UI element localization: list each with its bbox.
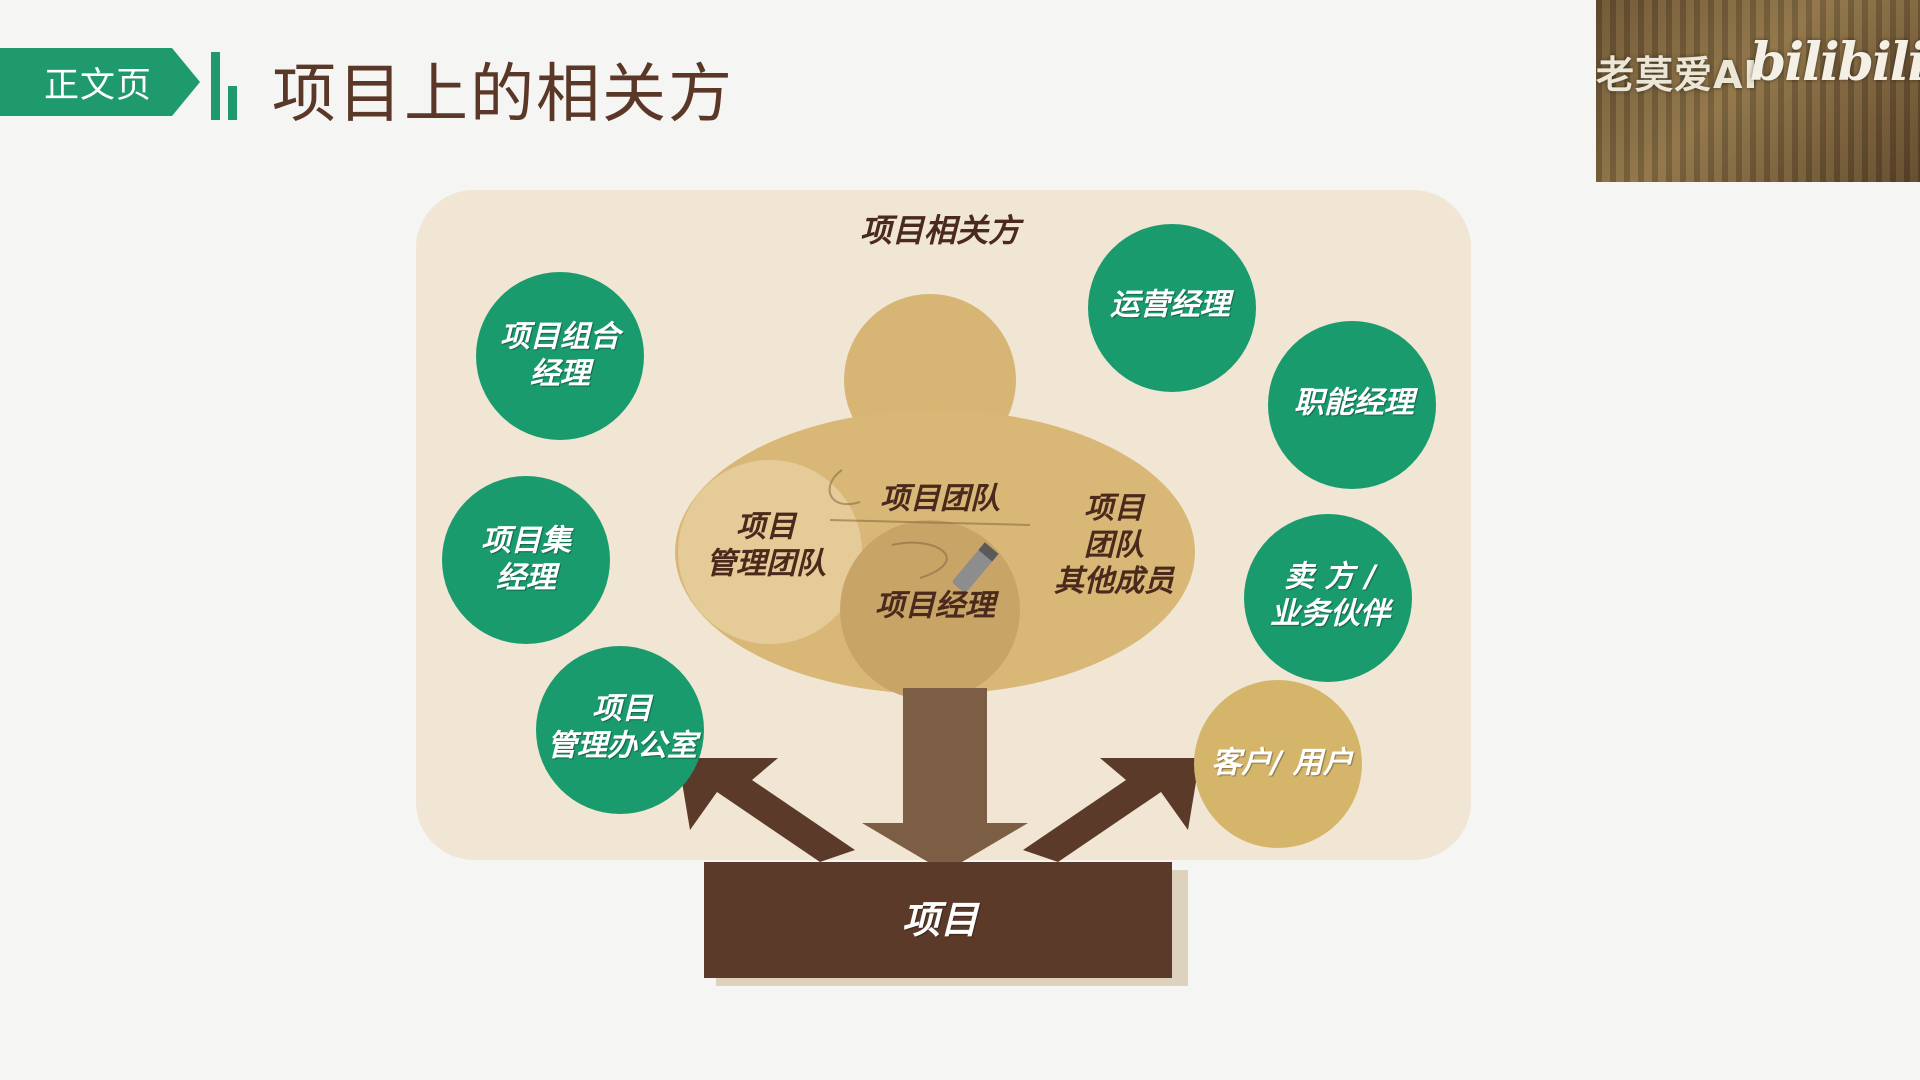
left-arrow (678, 758, 855, 862)
stakeholder-label-seller-partner: 卖 方 / 业务伙伴 (1270, 559, 1390, 631)
title-accent-bar (211, 52, 220, 120)
channel-watermark: 老莫爱AI (1596, 53, 1759, 97)
pen-scribble (828, 469, 1031, 579)
panel-title: 项目相关方 (859, 211, 1021, 250)
section-tag-label: 正文页 (44, 65, 153, 106)
stakeholder-circle-program-manager (442, 476, 610, 644)
stakeholder-circle-portfolio-manager (476, 272, 644, 440)
stakeholder-circle-operations-manager (1088, 224, 1256, 392)
management-team-label: 项目 管理团队 (706, 509, 826, 581)
bilibili-logo: bilibili (1750, 32, 1920, 93)
webcam-background (1596, 0, 1920, 182)
pen-cursor-icon (952, 542, 999, 593)
stakeholder-label-functional-manager: 职能经理 (1294, 385, 1414, 421)
project-manager-label: 项目经理 (875, 588, 995, 624)
down-arrow-head (862, 823, 1028, 872)
stakeholder-label-pmo: 项目 管理办公室 (547, 691, 697, 763)
page-title: 项目上的相关方 (272, 58, 734, 132)
stakeholder-label-operations-manager: 运营经理 (1110, 287, 1230, 323)
webcam-overlay: 老莫爱AI bilibili (1596, 0, 1920, 182)
stakeholder-circle-pmo (536, 646, 704, 814)
down-arrow-shaft (903, 688, 987, 823)
stakeholder-label-portfolio-manager: 项目组合 经理 (500, 319, 620, 391)
section-tag: 正文页 (0, 48, 200, 116)
stakeholder-label-customer-user: 客户/ 用户 (1211, 745, 1353, 781)
management-team-circle (678, 460, 862, 644)
other-members-label: 项目 团队 其他成员 (1054, 491, 1174, 600)
right-arrow (1023, 758, 1200, 862)
base-box (704, 862, 1172, 978)
stakeholder-circle-customer-user (1194, 680, 1362, 848)
stakeholder-circle-functional-manager (1268, 321, 1436, 489)
title-accent-bar-short (228, 86, 237, 120)
stakeholder-label-program-manager: 项目集 经理 (481, 523, 571, 595)
base-project-label: 项目 (901, 897, 979, 942)
stakeholder-circle-seller-partner (1244, 514, 1412, 682)
project-team-label: 项目团队 (880, 481, 1000, 517)
